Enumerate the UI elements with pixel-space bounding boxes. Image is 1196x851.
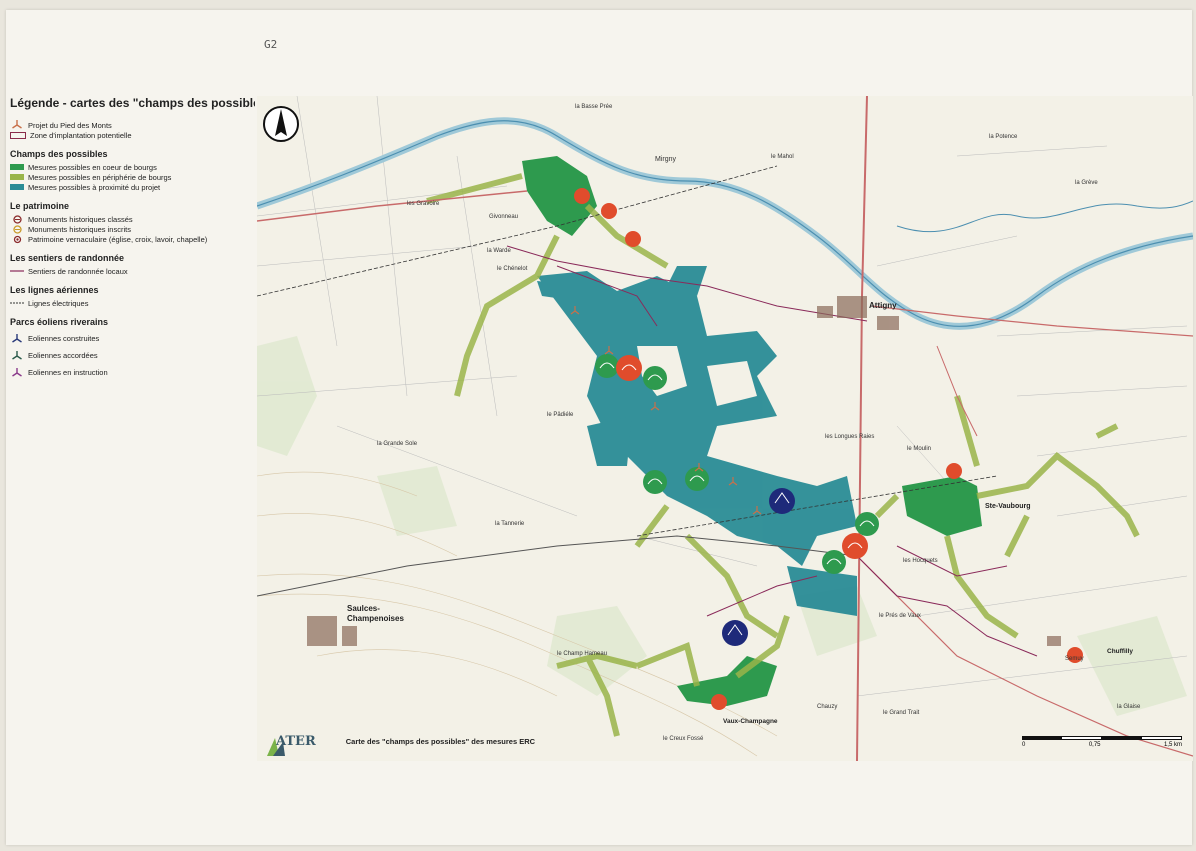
legend-title: Légende - cartes des "champs des possibl… <box>10 96 255 110</box>
town-label-mirgny: Mirgny <box>655 156 677 163</box>
place-label: la Tannerie <box>495 521 525 527</box>
place-label: les Hocquets <box>903 558 938 564</box>
legend-section-title: Parcs éoliens riverains <box>10 317 109 327</box>
place-label: la Grève <box>1075 180 1098 186</box>
legend-item: Eoliennes accordées <box>10 347 255 364</box>
legend-label: Monuments historiques classés <box>28 214 133 224</box>
zone-peripherie-de-bourgs <box>426 173 1140 737</box>
place-label: la Warde <box>487 248 511 254</box>
ater-logo-text: ATER <box>276 734 316 749</box>
town-label-chuffilly: Chuffilly <box>1107 648 1133 655</box>
town-label-ste-vaubourg: Ste-Vaubourg <box>985 503 1031 510</box>
place-label: le Creux Fossé <box>663 736 704 742</box>
legend-label: Patrimoine vernaculaire (église, croix, … <box>28 234 208 244</box>
field-boundaries <box>257 96 1188 697</box>
legend-section-title: Les sentiers de randonnée <box>10 253 125 263</box>
place-label: le Chénelot <box>497 266 528 272</box>
legend-label: Eoliennes accordées <box>28 351 98 360</box>
place-label: le Pâdiéle <box>547 412 574 418</box>
legend-label: Projet du Pied des Monts <box>28 120 112 130</box>
place-label: la Grande Sole <box>377 441 418 447</box>
place-label: le Mahol <box>771 154 794 160</box>
legend-section-title: Champs des possibles <box>10 149 108 159</box>
legend-item: Mesures possibles à proximité du projet <box>10 182 255 192</box>
trail-line-icon <box>10 269 24 273</box>
legend-section-title: Le patrimoine <box>10 201 70 211</box>
wind-turbine-icon <box>10 367 24 378</box>
map-legend: Légende - cartes des "champs des possibl… <box>10 96 255 381</box>
map-canvas <box>257 96 1193 761</box>
town-label-attigny: Attigny <box>869 301 897 310</box>
legend-label: Monuments historiques inscrits <box>28 224 131 234</box>
place-label: Chauzy <box>817 704 838 710</box>
place-label: la Potence <box>989 134 1018 140</box>
power-line-icon <box>10 301 24 305</box>
place-label: les Gravoire <box>407 201 440 207</box>
place-label: Semuy <box>1065 656 1084 662</box>
monument-inscrit-icon <box>10 224 24 234</box>
measure-icon-glyphs <box>599 362 875 636</box>
scale-ticks: 0 0,75 1,5 km <box>1022 742 1182 748</box>
power-lines <box>257 165 998 537</box>
legend-item-project: Projet du Pied des Monts <box>10 120 255 130</box>
monument-markers <box>574 188 1083 710</box>
legend-item: Mesures possibles en périphérie de bourg… <box>10 172 255 182</box>
place-label: Givonneau <box>489 214 519 220</box>
map-footer: ATER Carte des "champs des possibles" de… <box>262 734 535 749</box>
legend-label: Mesures possibles en périphérie de bourg… <box>28 172 172 182</box>
place-label: la Glaise <box>1117 704 1141 710</box>
swatch <box>10 174 24 180</box>
monument-classe-icon <box>10 214 24 224</box>
wind-turbine-icon <box>10 120 24 130</box>
place-label: le Champ Hameau <box>557 651 608 657</box>
wind-turbine-icon <box>10 333 24 344</box>
topographic-map[interactable]: Attigny Ste-Vaubourg Saulces- Champenois… <box>257 96 1193 761</box>
handwritten-note: G2 <box>264 38 278 51</box>
patrimoine-vernaculaire-icon <box>10 235 24 244</box>
map-caption: Carte des "champs des possibles" des mes… <box>345 737 536 746</box>
legend-label: Zone d'implantation potentielle <box>30 130 132 140</box>
scale-tick: 0,75 <box>1088 742 1101 748</box>
place-label: les Longues Raies <box>825 434 875 440</box>
ater-logo-icon <box>267 738 285 756</box>
legend-item: Eoliennes en instruction <box>10 364 255 381</box>
scale-tick: 0 <box>1022 742 1026 748</box>
scale-tick: 1,5 km <box>1163 742 1182 748</box>
north-arrow-icon <box>263 106 299 142</box>
legend-label: Eoliennes en instruction <box>28 368 108 377</box>
hiking-trails <box>506 245 1038 657</box>
zone-outline-swatch <box>10 131 26 139</box>
scale-bar-graphic <box>1022 736 1182 740</box>
measure-icons <box>595 354 879 646</box>
legend-label: Lignes électriques <box>28 298 89 308</box>
place-label: la Basse Prée <box>575 104 613 110</box>
scale-bar: 0 0,75 1,5 km <box>1022 736 1182 748</box>
village-buildings <box>307 296 1061 646</box>
place-label: le Prés de Vaux <box>879 613 921 619</box>
legend-item: Eoliennes construites <box>10 330 255 347</box>
river-aisne <box>257 117 1193 330</box>
town-label-saulces: Saulces- Champenoises <box>347 604 404 623</box>
project-wind-turbines <box>570 306 762 515</box>
legend-item: Monuments historiques inscrits <box>10 224 255 234</box>
legend-item-zone: Zone d'implantation potentielle <box>10 130 255 140</box>
legend-item: Patrimoine vernaculaire (église, croix, … <box>10 234 255 244</box>
place-label: le Moulin <box>907 446 932 452</box>
legend-item: Mesures possibles en coeur de bourgs <box>10 162 255 172</box>
legend-item: Monuments historiques classés <box>10 214 255 224</box>
town-label-vaux-champagne: Vaux-Champagne <box>723 718 778 725</box>
legend-label: Mesures possibles à proximité du projet <box>28 182 161 192</box>
wind-turbine-icon <box>10 350 24 361</box>
legend-item: Sentiers de randonnée locaux <box>10 266 255 276</box>
legend-section-title: Les lignes aériennes <box>10 285 99 295</box>
legend-label: Sentiers de randonnée locaux <box>28 266 128 276</box>
place-label: le Grand Trait <box>883 710 920 716</box>
legend-label: Mesures possibles en coeur de bourgs <box>28 162 157 172</box>
legend-item: Lignes électriques <box>10 298 255 308</box>
legend-label: Eoliennes construites <box>28 334 100 343</box>
swatch <box>10 184 24 190</box>
swatch <box>10 164 24 170</box>
